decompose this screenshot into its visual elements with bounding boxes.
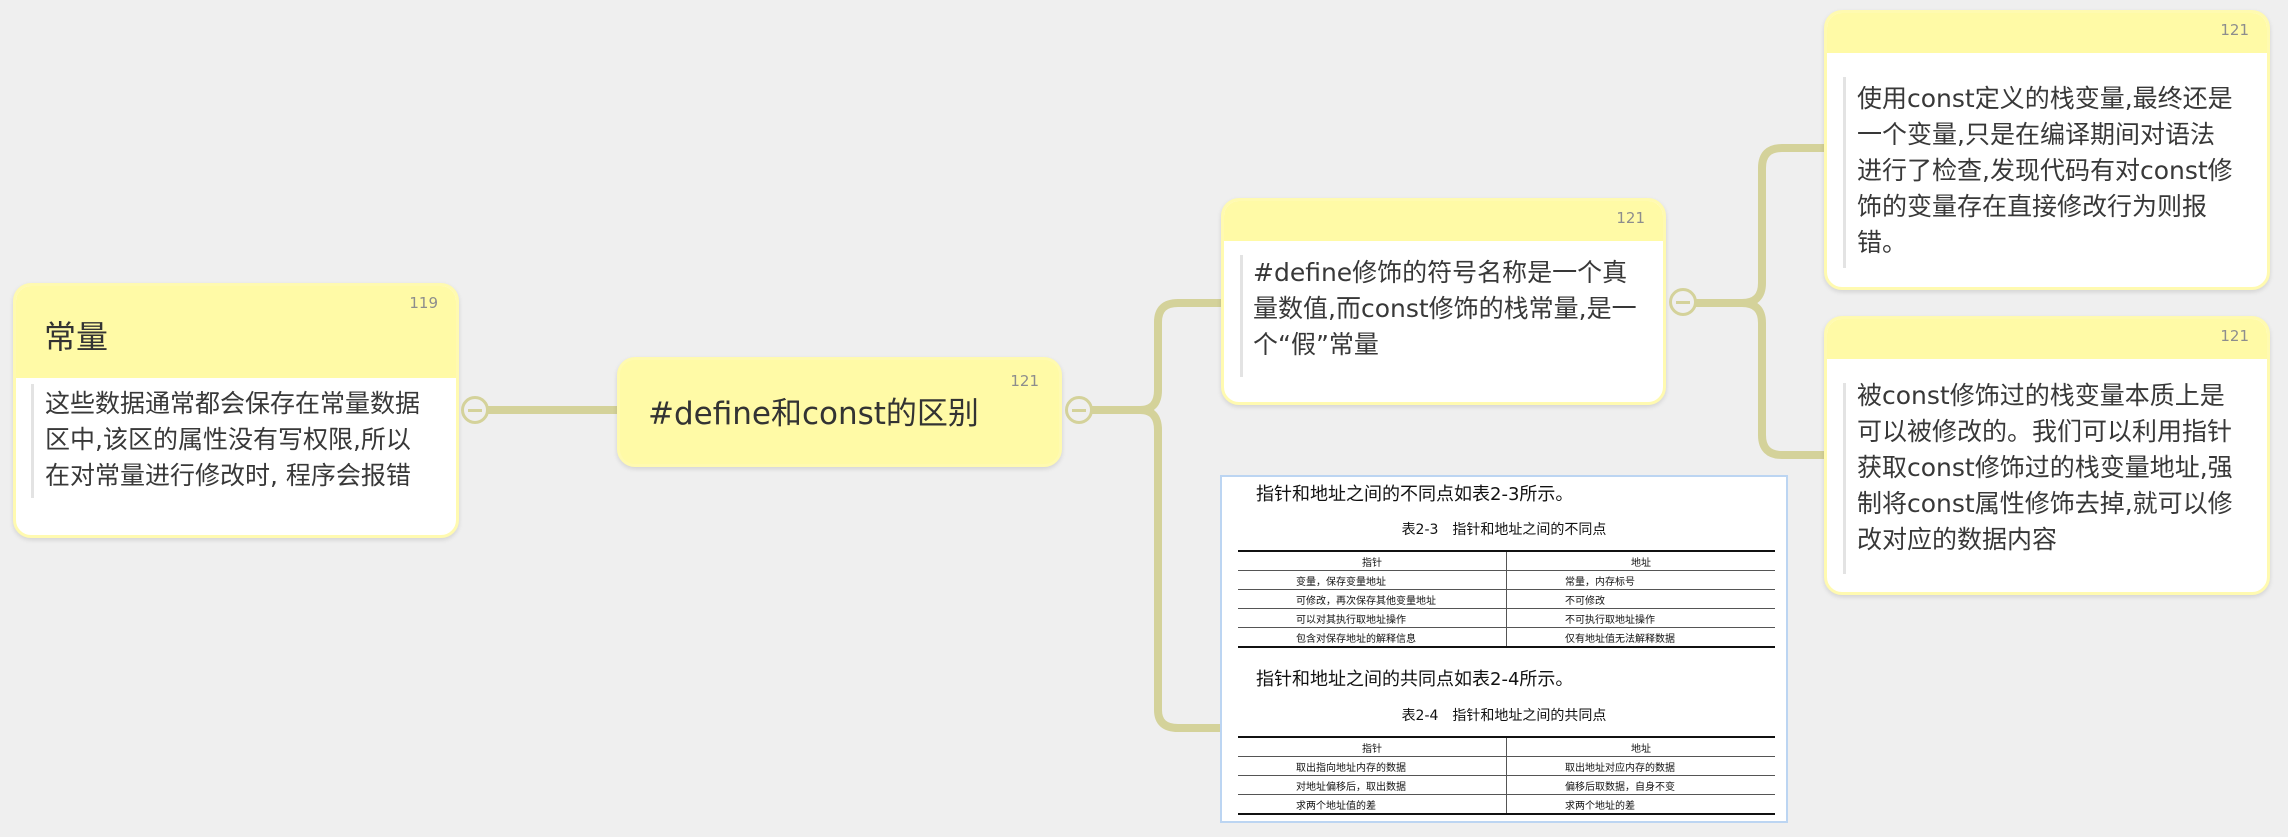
table-row: 可以对其执行取地址操作 不可执行取地址操作: [1238, 608, 1775, 628]
topic-define-desc-number: 121: [1616, 209, 1645, 227]
topic-constant-note: 这些数据通常都会保存在常量数据 区中,该区的属性没有写权限,所以 在对常量进行修…: [16, 378, 456, 535]
note-line: 改对应的数据内容: [1857, 525, 2058, 554]
table-cell: 取出地址对应内存的数据: [1506, 756, 1775, 776]
note-line: 个“假”常量: [1253, 330, 1379, 359]
note-line: 错。: [1857, 228, 1908, 257]
topic-const-modify-number: 121: [2220, 327, 2249, 345]
table-cell: 不可执行取地址操作: [1506, 608, 1775, 628]
note-line: 量数值,而const修饰的栈常量,是一: [1253, 294, 1637, 323]
topic-const-variable-note: 使用const定义的栈变量,最终还是 一个变量,只是在编译期间对语法 进行了检查…: [1827, 53, 2267, 287]
collapse-toggle-constant[interactable]: [461, 396, 489, 424]
image-caption-table-2-3: 表2-3 指针和地址之间的不同点: [1401, 522, 1607, 538]
note-line: 这些数据通常都会保存在常量数据: [45, 389, 421, 418]
note-line: 饰的变量存在直接修改行为则报: [1857, 192, 2208, 221]
note-line: 在对常量进行修改时, 程序会报错: [45, 461, 411, 490]
table-cell: 包含对保存地址的解释信息: [1238, 627, 1507, 648]
topic-const-modify[interactable]: 121 被const修饰过的栈变量本质上是 可以被修改的。我们可以利用指针 获取…: [1824, 316, 2270, 595]
image-paragraph-differences: 指针和地址之间的不同点如表2-3所示。: [1256, 484, 1574, 505]
table-cell: 对地址偏移后，取出数据: [1238, 775, 1507, 795]
table-cell: 可修改，再次保存其他变量地址: [1238, 589, 1507, 609]
topic-central-number: 121: [1010, 372, 1039, 390]
connector-define-constvar: [1738, 144, 1830, 307]
topic-const-variable[interactable]: 121 使用const定义的栈变量,最终还是 一个变量,只是在编译期间对语法 进…: [1824, 10, 2270, 290]
topic-constant-number: 119: [409, 294, 438, 312]
collapse-toggle-central[interactable]: [1065, 396, 1093, 424]
table-cell: 偏移后取数据，自身不变: [1506, 775, 1775, 795]
connector-central-define: [1136, 299, 1226, 414]
table-row: 对地址偏移后，取出数据 偏移后取数据，自身不变: [1238, 775, 1775, 795]
table-cell: 仅有地址值无法解释数据: [1506, 627, 1775, 648]
note-line: 进行了检查,发现代码有对const修: [1857, 156, 2233, 185]
topic-define-desc-header: 121: [1224, 201, 1663, 241]
note-line: 获取const修饰过的栈变量地址,强: [1857, 453, 2233, 482]
topic-define-desc-note: #define修饰的符号名称是一个真 量数值,而const修饰的栈常量,是一 个…: [1224, 241, 1663, 401]
image-caption-table-2-4: 表2-4 指针和地址之间的共同点: [1401, 708, 1607, 724]
table-cell: 取出指向地址内存的数据: [1238, 756, 1507, 776]
table-header-cell: 指针: [1238, 550, 1507, 571]
note-line: 一个变量,只是在编译期间对语法: [1857, 120, 2215, 149]
table-cell: 不可修改: [1506, 589, 1775, 609]
collapse-toggle-define-desc[interactable]: [1669, 288, 1697, 316]
table-header-cell: 地址: [1506, 736, 1775, 757]
topic-central-header: 121 #define和const的区别: [620, 360, 1059, 464]
connector-define-constmodify: [1738, 299, 1830, 459]
note-line: 可以被修改的。我们可以利用指针: [1857, 417, 2233, 446]
topic-constant[interactable]: 119 常量 这些数据通常都会保存在常量数据 区中,该区的属性没有写权限,所以 …: [13, 283, 459, 538]
table-cell: 求两个地址的差: [1506, 794, 1775, 815]
topic-const-modify-note: 被const修饰过的栈变量本质上是 可以被修改的。我们可以利用指针 获取cons…: [1827, 359, 2267, 592]
table-cell: 求两个地址值的差: [1238, 794, 1507, 815]
table-header-cell: 地址: [1506, 550, 1775, 571]
topic-constant-header: 119 常量: [16, 286, 456, 378]
note-line: 制将const属性修饰去掉,就可以修: [1857, 489, 2233, 518]
table-cell: 可以对其执行取地址操作: [1238, 608, 1507, 628]
note-line: 被const修饰过的栈变量本质上是: [1857, 381, 2225, 410]
topic-const-variable-number: 121: [2220, 21, 2249, 39]
table-cell: 常量，内存标号: [1506, 570, 1775, 590]
table-row: 取出指向地址内存的数据 取出地址对应内存的数据: [1238, 756, 1775, 776]
table-row: 包含对保存地址的解释信息 仅有地址值无法解释数据: [1238, 627, 1775, 648]
topic-central[interactable]: 121 #define和const的区别: [617, 357, 1062, 467]
topic-central-title: #define和const的区别: [648, 396, 979, 432]
table-row: 变量，保存变量地址 常量，内存标号: [1238, 570, 1775, 590]
image-paragraph-similarities: 指针和地址之间的共同点如表2-4所示。: [1256, 669, 1574, 690]
topic-image-tables[interactable]: 指针和地址之间的不同点如表2-3所示。 表2-3 指针和地址之间的不同点 指针 …: [1220, 475, 1788, 823]
note-line: #define修饰的符号名称是一个真: [1253, 258, 1628, 287]
table-row: 可修改，再次保存其他变量地址 不可修改: [1238, 589, 1775, 609]
connector-central-image: [1136, 406, 1226, 732]
note-line: 使用const定义的栈变量,最终还是: [1857, 84, 2233, 113]
table-row: 求两个地址值的差 求两个地址的差: [1238, 794, 1775, 815]
topic-constant-title: 常量: [44, 318, 109, 356]
table-header-cell: 指针: [1238, 736, 1507, 757]
table-2-3: 指针 地址 变量，保存变量地址 常量，内存标号 可修改，再次保存其他变量地址 不…: [1238, 550, 1775, 648]
note-line: 区中,该区的属性没有写权限,所以: [45, 425, 411, 454]
topic-const-variable-header: 121: [1827, 13, 2267, 53]
table-2-4: 指针 地址 取出指向地址内存的数据 取出地址对应内存的数据 对地址偏移后，取出数…: [1238, 736, 1775, 815]
topic-define-desc[interactable]: 121 #define修饰的符号名称是一个真 量数值,而const修饰的栈常量,…: [1221, 198, 1666, 405]
table-cell: 变量，保存变量地址: [1238, 570, 1507, 590]
topic-const-modify-header: 121: [1827, 319, 2267, 359]
